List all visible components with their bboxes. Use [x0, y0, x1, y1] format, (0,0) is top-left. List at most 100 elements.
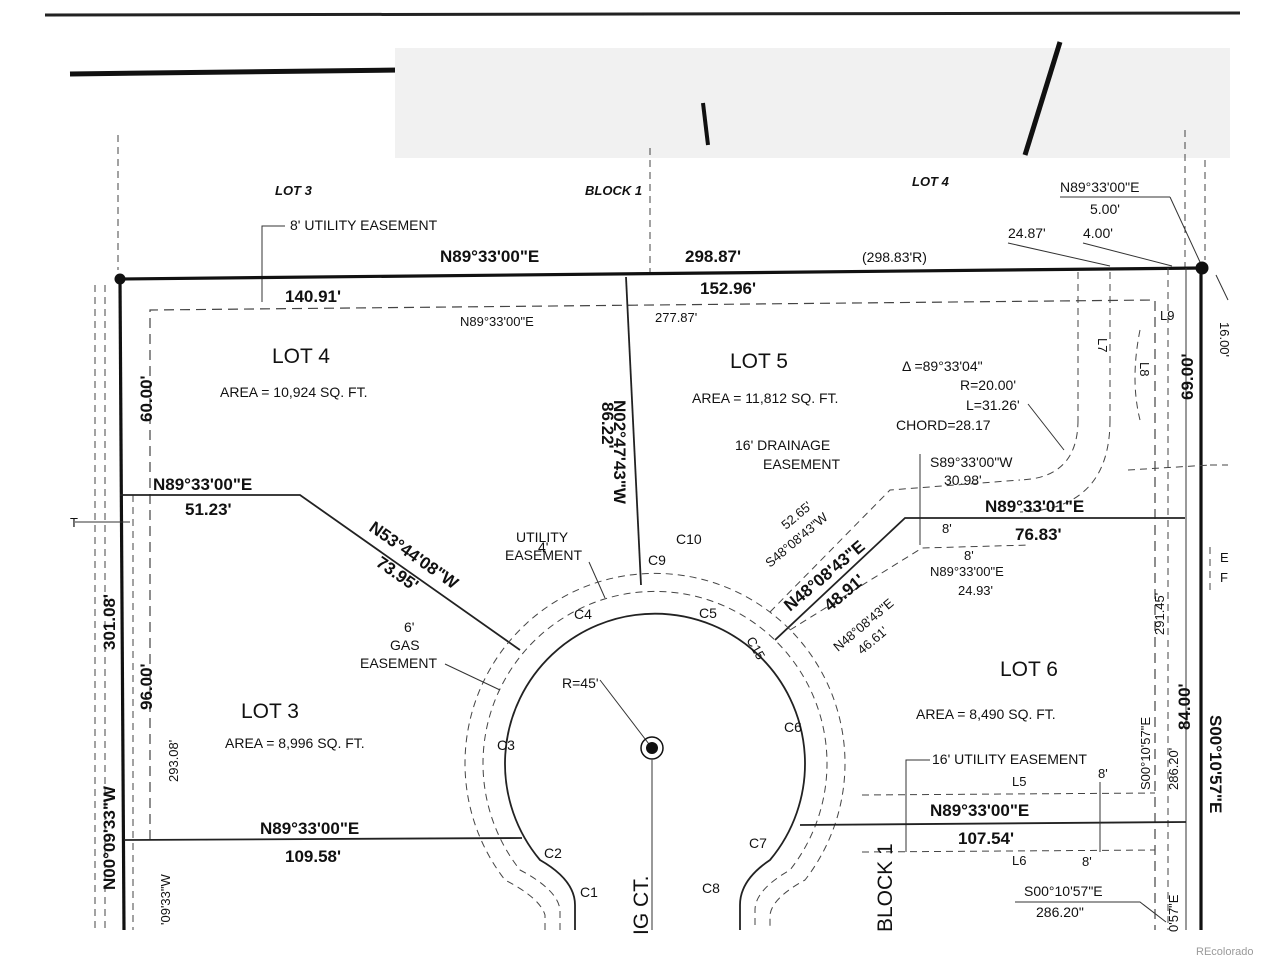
cul-de-sac-easement-1 — [482, 591, 828, 930]
north-bearing: N89°33'00"E — [440, 247, 539, 266]
gas-label-3: EASEMENT — [360, 655, 437, 671]
label-L9: L9 — [1160, 308, 1174, 323]
divider-bearing: N02°47'43"W — [610, 400, 629, 505]
label-dist-2487: 24.87' — [1008, 225, 1046, 241]
lot4-south-distance: 51.23' — [185, 500, 232, 519]
lot6-south-distance: 107.54' — [958, 829, 1014, 848]
drainage-e-bearing: N89°33'00"E — [930, 564, 1004, 579]
lot6-south-line — [799, 821, 1187, 826]
label-c3: C3 — [497, 737, 515, 753]
cul-de-sac-easement-2 — [464, 572, 846, 930]
leader-ne-arrow — [1169, 196, 1201, 263]
drainage-s-bearing: S89°33'00"W — [930, 454, 1013, 470]
lot6-utility-leader — [905, 759, 930, 852]
lot3-lot4-divider — [120, 494, 521, 651]
gas-leader — [444, 663, 501, 691]
label-c9: C9 — [648, 552, 666, 568]
curve-chord: CHORD=28.17 — [896, 417, 991, 433]
gas-label-1: 6' — [404, 619, 414, 635]
lot56-bearing: N89°33'01"E — [985, 497, 1084, 516]
drainage-8a: 8' — [942, 521, 952, 536]
drainage-e-dist: 24.93' — [958, 583, 993, 598]
drainage-dash-upper — [769, 479, 1021, 613]
inner-bearing: N89°33'00"E — [460, 314, 534, 329]
label-block1-north: BLOCK 1 — [585, 183, 642, 198]
lot6-area: AREA = 8,490 SQ. FT. — [916, 706, 1056, 722]
util4-leader — [588, 561, 606, 599]
leader-2487 — [1007, 242, 1111, 267]
scan-top-edge — [44, 11, 1241, 17]
label-L6: L6 — [1012, 853, 1026, 868]
scan-artifact-mark — [701, 102, 710, 146]
curve-dash-tail — [1127, 464, 1211, 471]
lot3-frag-0933: '09'33"W — [158, 874, 173, 925]
street-name: IG CT. — [630, 875, 653, 935]
cul-de-sac-edge — [504, 612, 806, 930]
curve-radius: R=20.00' — [960, 377, 1016, 393]
lot6-8d: 8' — [1082, 854, 1092, 869]
lot6-8400: 84.00' — [1175, 683, 1194, 730]
lot5-lot6-divider — [774, 517, 1185, 641]
label-L5: L5 — [1012, 774, 1026, 789]
curve-delta: Δ =89°33'04" — [902, 358, 983, 374]
lot3-south-bearing: N89°33'00"E — [260, 819, 359, 838]
lot6-south-bearing: N89°33'00"E — [930, 801, 1029, 820]
lot6-8c: 8' — [1098, 766, 1108, 781]
lot6-dash-upper — [861, 792, 1156, 796]
north-seg2: 152.96' — [700, 279, 756, 298]
lot6-bot-bearing: S00°10'57"E — [1024, 883, 1103, 899]
scan-artifact-slash — [1022, 41, 1063, 156]
label-c7: C7 — [749, 835, 767, 851]
lot3-west-96: 96.00' — [137, 663, 156, 710]
drainage-8b: 8' — [964, 548, 974, 563]
label-1600: 16.00' — [1217, 322, 1232, 357]
lot3-south-distance: 109.58' — [285, 847, 341, 866]
curve-length: L=31.26' — [966, 397, 1020, 413]
label-c6: C6 — [784, 719, 802, 735]
lot4-area: AREA = 10,924 SQ. FT. — [220, 384, 367, 400]
gas-label-2: GAS — [390, 637, 420, 653]
divider-distance: 86.22' — [598, 402, 617, 449]
lot6-bot-dist: 286.20" — [1036, 904, 1084, 920]
lot4-lot5-divider — [625, 276, 642, 586]
util4-label-2: UTILITY — [516, 529, 569, 545]
lot6-bot-leader — [1015, 901, 1167, 923]
label-c8: C8 — [702, 880, 720, 896]
west-boundary-line — [118, 278, 126, 931]
lot6-28620: 286.20' — [1166, 748, 1181, 790]
watermark: REcolorado — [1196, 946, 1253, 958]
east-rot-bearing: S00°10'57"E — [1206, 715, 1225, 813]
north-seg1: 140.91' — [285, 287, 341, 306]
lot6-frag-057: 0'57"E — [1166, 894, 1181, 932]
lot6-29145: 291.45' — [1152, 593, 1167, 635]
lot6-name: LOT 6 — [1000, 658, 1058, 681]
lot6-s-bearing: S00°10'57"E — [1138, 717, 1153, 790]
leader-400 — [1082, 242, 1173, 267]
lot4-south-bearing: N89°33'00"E — [153, 475, 252, 494]
lot56-distance: 76.83' — [1015, 525, 1062, 544]
lot3-inner-29308: 293.08' — [166, 740, 181, 782]
west-bearing: N00°09'33"W — [100, 785, 119, 890]
label-c1: C1 — [580, 884, 598, 900]
north-distance: 298.87' — [685, 247, 741, 266]
label-L7: L7 — [1095, 338, 1110, 352]
label-c2: C2 — [544, 845, 562, 861]
block1-label: BLOCK 1 — [874, 843, 897, 932]
west-total: 301.08' — [100, 594, 119, 650]
north-boundary-line — [119, 266, 1203, 281]
inner-distance: 277.87' — [655, 310, 697, 325]
label-ne-bearing: N89°33'00"E — [1060, 179, 1139, 195]
label-6900: 69.00' — [1178, 353, 1197, 400]
easement-boundary-dashed — [149, 299, 1156, 930]
label-L8: L8 — [1137, 362, 1152, 376]
radius-leader — [599, 679, 653, 749]
label-utility-8: 8' UTILITY EASEMENT — [290, 217, 438, 233]
lot3-name: LOT 3 — [241, 700, 299, 723]
label-dist-400: 4.00' — [1083, 225, 1113, 241]
util4-label-1: 4' — [538, 539, 548, 555]
east-arrow-tick — [1215, 274, 1229, 301]
drainage-label-2: EASEMENT — [763, 456, 840, 472]
util4-label-3: EASEMENT — [505, 547, 582, 563]
lot6-dash-lower — [861, 849, 1156, 853]
